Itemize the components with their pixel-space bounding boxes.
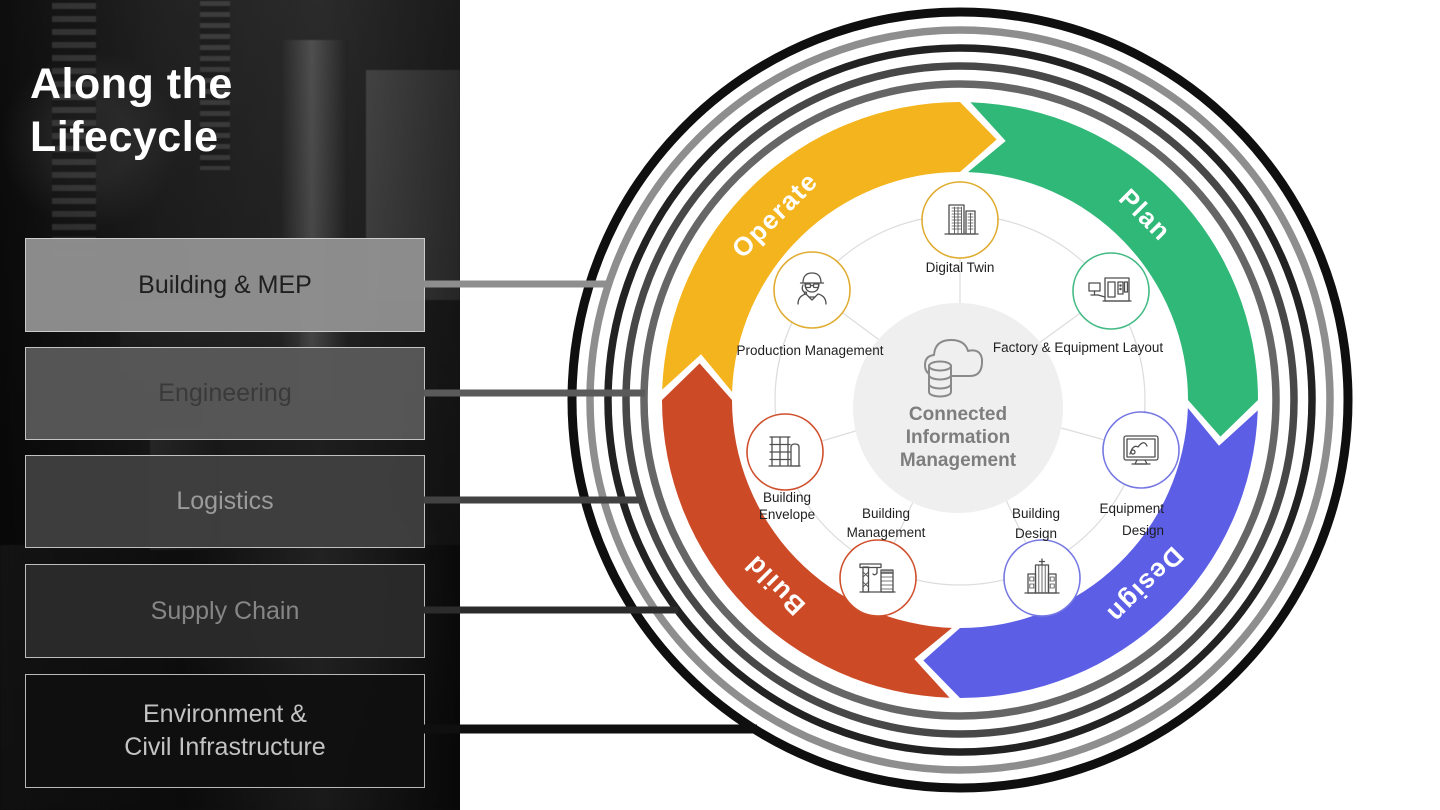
node-label-building-envelope-line1: Building — [763, 490, 811, 505]
node-circle-factory-equipment-layout — [1072, 252, 1150, 330]
button-logistics[interactable]: Logistics — [25, 455, 425, 548]
crane-icon — [859, 563, 896, 593]
button-environment-label-line2: Civil Infrastructure — [124, 733, 326, 761]
button-building-mep[interactable]: Building & MEP — [25, 238, 425, 332]
button-building-mep-label: Building & MEP — [138, 270, 312, 299]
node-building-envelope: Building Envelope — [746, 413, 824, 522]
ring-building-mep — [586, 26, 1334, 774]
ring-engineering — [640, 80, 1280, 720]
cloud-database-icon — [924, 339, 984, 398]
button-environment-civil-infrastructure[interactable]: Environment & Civil Infrastructure — [25, 674, 425, 788]
node-label-building-envelope-line2: Envelope — [759, 507, 815, 522]
node-label-equipment-design-line2: Design — [1122, 523, 1164, 538]
page-title-line2: Lifecycle — [30, 113, 219, 161]
node-label-factory-equipment-layout: Factory & Equipment Layout — [993, 340, 1164, 355]
button-engineering[interactable]: Engineering — [25, 347, 425, 440]
node-label-equipment-design-line1: Equipment — [1099, 501, 1164, 516]
node-production-management: Production Management — [736, 251, 884, 358]
node-label-building-management-line2: Management — [847, 525, 926, 540]
cad-monitor-icon — [1123, 435, 1159, 465]
node-label-digital-twin: Digital Twin — [926, 260, 995, 275]
node-factory-equipment-layout: Factory & Equipment Layout — [993, 252, 1164, 355]
center-label-line3: Management — [900, 450, 1017, 471]
node-label-production-management: Production Management — [736, 343, 883, 358]
ring-environment-civil-infrastructure — [567, 7, 1353, 793]
node-label-building-design-line1: Building — [1012, 506, 1060, 521]
node-building-management: Building Management — [839, 506, 926, 617]
phase-arc-plan — [968, 102, 1258, 437]
button-environment-label-line1: Environment & — [143, 700, 307, 728]
left-panel: Along the Lifecycle Building & MEP Engin… — [0, 0, 460, 810]
phase-arc-operate — [662, 102, 997, 392]
node-circle-equipment-design — [1102, 411, 1180, 489]
page-title: Along the Lifecycle — [30, 58, 233, 164]
worker-icon — [797, 272, 827, 305]
center-label-line1: Connected — [909, 404, 1007, 425]
scaffold-icon — [768, 436, 801, 467]
node-label-building-design-line2: Design — [1015, 526, 1057, 541]
button-engineering-label: Engineering — [158, 379, 292, 407]
node-digital-twin: Digital Twin — [921, 181, 999, 275]
building-icon — [944, 204, 979, 235]
building-antenna-icon — [1024, 558, 1060, 594]
button-logistics-label: Logistics — [176, 487, 274, 515]
ring-logistics — [622, 62, 1298, 738]
ring-supply-chain — [604, 44, 1316, 756]
phase-arc-design — [923, 408, 1258, 698]
page-title-line1: Along the — [30, 60, 233, 108]
node-label-building-management-line1: Building — [862, 506, 910, 521]
node-circle-production-management — [773, 251, 851, 329]
center-label-line2: Information — [906, 427, 1011, 448]
node-building-design: Building Design — [1003, 506, 1081, 617]
factory-machine-icon — [1088, 277, 1132, 302]
center-hub: Connected Information Management — [853, 303, 1063, 513]
node-equipment-design: Equipment Design — [1099, 411, 1180, 538]
button-supply-chain-label: Supply Chain — [150, 596, 300, 625]
center-circle — [853, 303, 1063, 513]
node-circle-building-management — [839, 539, 917, 617]
button-supply-chain[interactable]: Supply Chain — [25, 564, 425, 658]
